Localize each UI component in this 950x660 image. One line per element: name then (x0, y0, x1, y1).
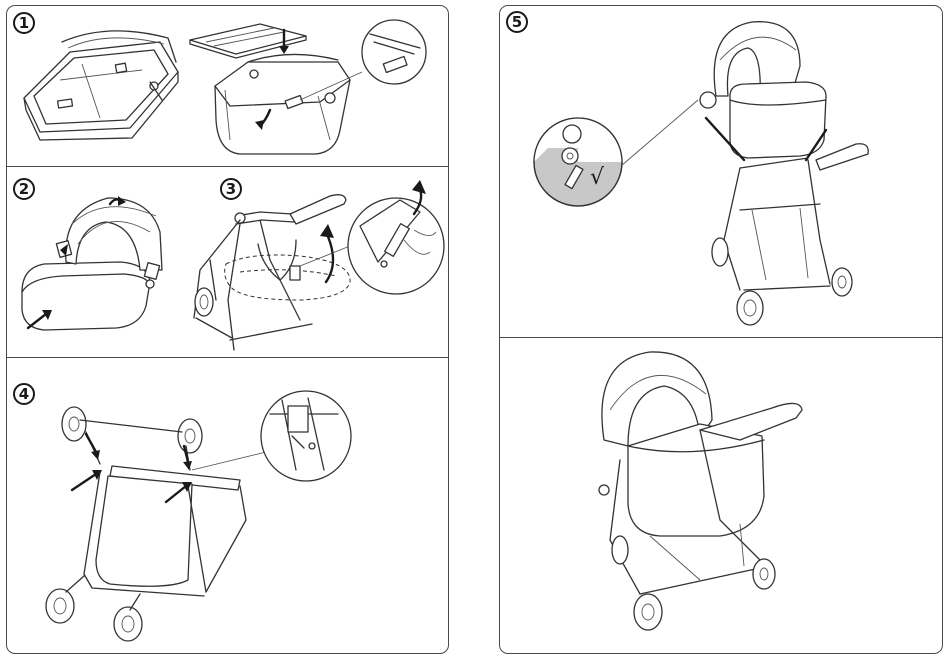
assembled-stroller-illustration (599, 352, 802, 630)
step1-insert-base-illustration (190, 24, 350, 154)
step4-stroller-frame-illustration (46, 407, 246, 641)
detail-check-mark: √ (590, 165, 605, 190)
step4-detail-callout (192, 391, 351, 481)
step1-open-carrycot-illustration (24, 31, 178, 140)
step5-attach-carrycot-illustration (700, 22, 868, 325)
step5-detail-callout (534, 100, 698, 206)
step3-detail-callout (300, 180, 444, 294)
step2-carrycot-hood-illustration (22, 196, 162, 330)
step3-frame-handle-illustration (194, 195, 350, 350)
